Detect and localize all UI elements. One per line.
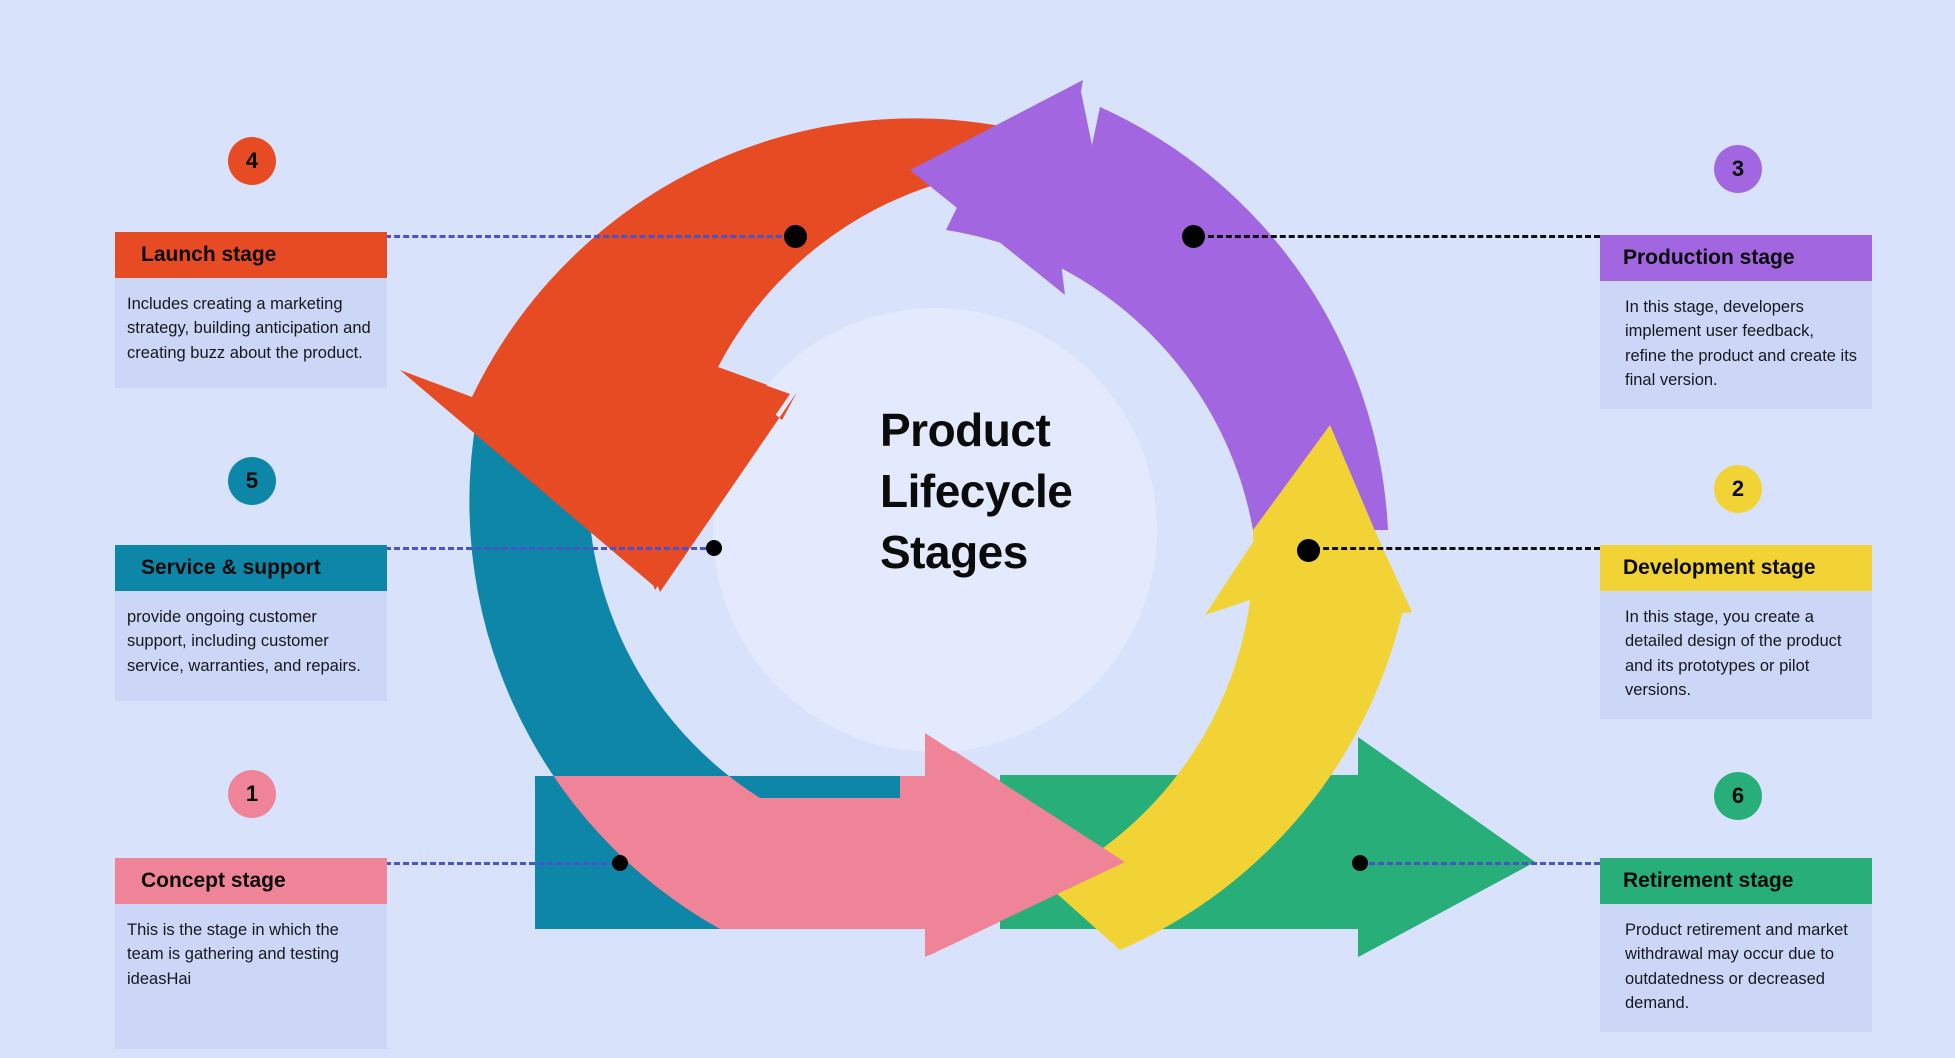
connector-dot-launch bbox=[784, 225, 807, 248]
stage-card-launch[interactable]: Launch stage Includes creating a marketi… bbox=[115, 232, 387, 388]
stage-badge-1: 1 bbox=[228, 770, 276, 818]
stage-card-development[interactable]: Development stage In this stage, you cre… bbox=[1600, 545, 1872, 719]
connector-dot-development bbox=[1297, 539, 1320, 562]
stage-card-launch-description: Includes creating a marketing strategy, … bbox=[115, 278, 387, 388]
stage-card-retirement[interactable]: Retirement stage Product retirement and … bbox=[1600, 858, 1872, 1032]
connector-line-retirement bbox=[1360, 862, 1600, 865]
page-title-line-3: Stages bbox=[880, 526, 1028, 579]
stage-card-concept[interactable]: Concept stage This is the stage in which… bbox=[115, 858, 387, 1049]
stage-badge-6: 6 bbox=[1714, 772, 1762, 820]
stage-card-production[interactable]: Production stage In this stage, develope… bbox=[1600, 235, 1872, 409]
stage-card-development-title: Development stage bbox=[1623, 556, 1816, 579]
stage-badge-2-number: 2 bbox=[1731, 476, 1745, 501]
stage-card-production-title: Production stage bbox=[1623, 246, 1795, 269]
stage-card-production-description: In this stage, developers implement user… bbox=[1600, 281, 1872, 409]
connector-dot-production bbox=[1182, 225, 1205, 248]
connector-line-production bbox=[1190, 235, 1600, 238]
stage-card-launch-title: Launch stage bbox=[141, 243, 277, 266]
stage-badge-3: 3 bbox=[1714, 145, 1762, 193]
stage-card-service-description: provide ongoing customer support, includ… bbox=[115, 591, 387, 701]
stage-badge-2: 2 bbox=[1714, 465, 1762, 513]
connector-dot-service bbox=[706, 540, 722, 556]
connector-line-development bbox=[1305, 547, 1600, 550]
page-title-line-2: Lifecycle bbox=[880, 465, 1073, 518]
stage-card-launch-title-bar: Launch stage bbox=[115, 232, 387, 278]
inner-circle bbox=[713, 308, 1157, 752]
stage-card-concept-description: This is the stage in which the team is g… bbox=[115, 904, 387, 1049]
page-title-line-1: Product bbox=[880, 404, 1051, 456]
stage-card-service[interactable]: Service & support provide ongoing custom… bbox=[115, 545, 387, 701]
stage-badge-1-number: 1 bbox=[245, 781, 259, 806]
stage-card-concept-title-bar: Concept stage bbox=[115, 858, 387, 904]
connector-line-launch bbox=[385, 235, 800, 238]
connector-dot-retirement bbox=[1352, 855, 1368, 871]
stage-badge-5-number: 5 bbox=[245, 468, 259, 493]
stage-card-service-title-bar: Service & support bbox=[115, 545, 387, 591]
stage-card-development-description: In this stage, you create a detailed des… bbox=[1600, 591, 1872, 719]
stage-badge-4: 4 bbox=[228, 137, 276, 185]
stage-card-service-title: Service & support bbox=[141, 556, 321, 579]
connector-dot-concept bbox=[612, 855, 628, 871]
stage-card-concept-title: Concept stage bbox=[141, 869, 286, 892]
stage-card-retirement-title-bar: Retirement stage bbox=[1600, 858, 1872, 904]
stage-badge-5: 5 bbox=[228, 457, 276, 505]
stage-badge-6-number: 6 bbox=[1731, 783, 1745, 808]
connector-line-concept bbox=[385, 862, 625, 865]
stage-badge-4-number: 4 bbox=[245, 148, 259, 173]
stage-card-production-title-bar: Production stage bbox=[1600, 235, 1872, 281]
stage-badge-3-number: 3 bbox=[1731, 156, 1745, 181]
stage-card-development-title-bar: Development stage bbox=[1600, 545, 1872, 591]
service-arrow bbox=[469, 400, 900, 929]
stage-card-retirement-description: Product retirement and market withdrawal… bbox=[1600, 904, 1872, 1032]
page-title: Product Lifecycle Stages bbox=[880, 400, 1140, 584]
stage-card-retirement-title: Retirement stage bbox=[1623, 869, 1794, 892]
connector-line-service bbox=[385, 547, 715, 550]
